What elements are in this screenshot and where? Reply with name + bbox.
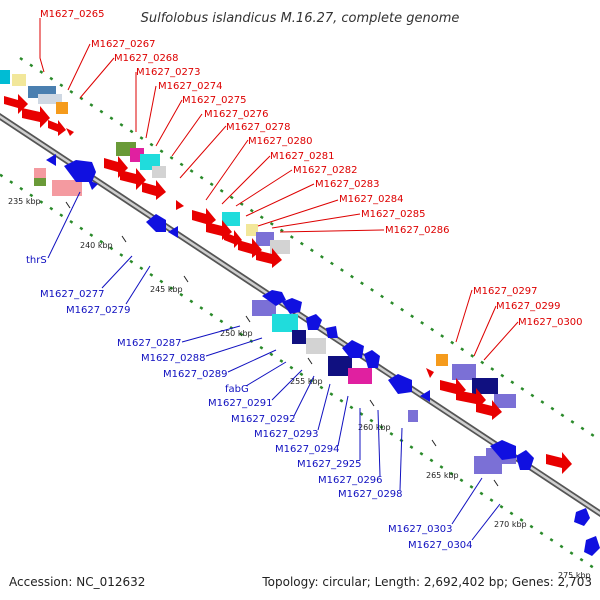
gene-label-reverse: M1627_2925 (297, 459, 362, 470)
gene-label-reverse: thrS (26, 255, 47, 266)
gene-label-reverse: M1627_0294 (275, 444, 340, 455)
gene-label-forward: M1627_0275 (182, 95, 247, 106)
scale-label: 270 kbp (494, 520, 527, 529)
gene-label-reverse: M1627_0304 (408, 540, 473, 551)
gene-label-reverse: M1627_0291 (208, 398, 273, 409)
gene-label-reverse: M1627_0293 (254, 429, 319, 440)
accession-label: Accession: NC_012632 (9, 575, 145, 589)
gene-label-forward: M1627_0297 (473, 286, 538, 297)
gene-label-forward: M1627_0280 (248, 136, 313, 147)
gene-label-reverse: M1627_0303 (388, 524, 453, 535)
gene-label-forward: M1627_0274 (158, 81, 223, 92)
gene-label-forward: M1627_0267 (91, 39, 156, 50)
reverse-gene-labels: thrS M1627_0277 M1627_0279 M1627_0287 M1… (26, 255, 473, 551)
reverse-features (34, 154, 600, 556)
forward-leaders (39, 18, 519, 361)
scale-label: 255 kbp (290, 377, 323, 386)
gene-label-forward: M1627_0282 (293, 165, 358, 176)
gene-label-forward: M1627_0273 (136, 67, 201, 78)
scale-label: 260 kbp (358, 423, 391, 432)
gene-label-forward: M1627_0286 (385, 225, 450, 236)
gene-label-reverse: M1627_0296 (318, 475, 383, 486)
gc-lanes (0, 56, 600, 574)
gene-label-forward: M1627_0283 (315, 179, 380, 190)
scale-label: 265 kbp (426, 471, 459, 480)
gene-label-reverse: M1627_0287 (117, 338, 182, 349)
gene-label-forward: M1627_0285 (361, 209, 426, 220)
scale-ticks: 235 kbp 240 kbp 245 kbp 250 kbp 255 kbp … (8, 197, 591, 580)
topology-label: Topology: circular; Length: 2,692,402 bp… (261, 575, 592, 589)
gene-label-reverse: M1627_0292 (231, 414, 296, 425)
gene-label-reverse: M1627_0279 (66, 305, 131, 316)
scale-label: 235 kbp (8, 197, 41, 206)
gene-label-forward: M1627_0284 (339, 194, 404, 205)
gene-label-forward: M1627_0278 (226, 122, 291, 133)
scale-label: 275 kbp (558, 571, 591, 580)
gene-label-forward: M1627_0300 (518, 317, 583, 328)
scale-label: 240 kbp (80, 241, 113, 250)
scale-label: 245 kbp (150, 285, 183, 294)
gene-label-forward: M1627_0268 (114, 53, 179, 64)
gene-label-reverse: M1627_0288 (141, 353, 206, 364)
gene-label-forward: M1627_0299 (496, 301, 561, 312)
reverse-leaders (47, 191, 501, 541)
gene-label-forward: M1627_0265 (40, 9, 105, 20)
gene-label-reverse: M1627_0289 (163, 369, 228, 380)
gene-label-reverse: M1627_0277 (40, 289, 105, 300)
gene-label-reverse: M1627_0298 (338, 489, 403, 500)
gene-label-forward: M1627_0276 (204, 109, 269, 120)
scale-label: 250 kbp (220, 329, 253, 338)
gene-label-reverse: fabG (225, 384, 249, 395)
forward-gene-labels: M1627_0265 M1627_0267 M1627_0268 M1627_0… (40, 9, 583, 328)
gene-label-forward: M1627_0281 (270, 151, 335, 162)
map-title: Sulfolobus islandicus M.16.27, complete … (141, 11, 460, 26)
forward-features (0, 70, 572, 474)
